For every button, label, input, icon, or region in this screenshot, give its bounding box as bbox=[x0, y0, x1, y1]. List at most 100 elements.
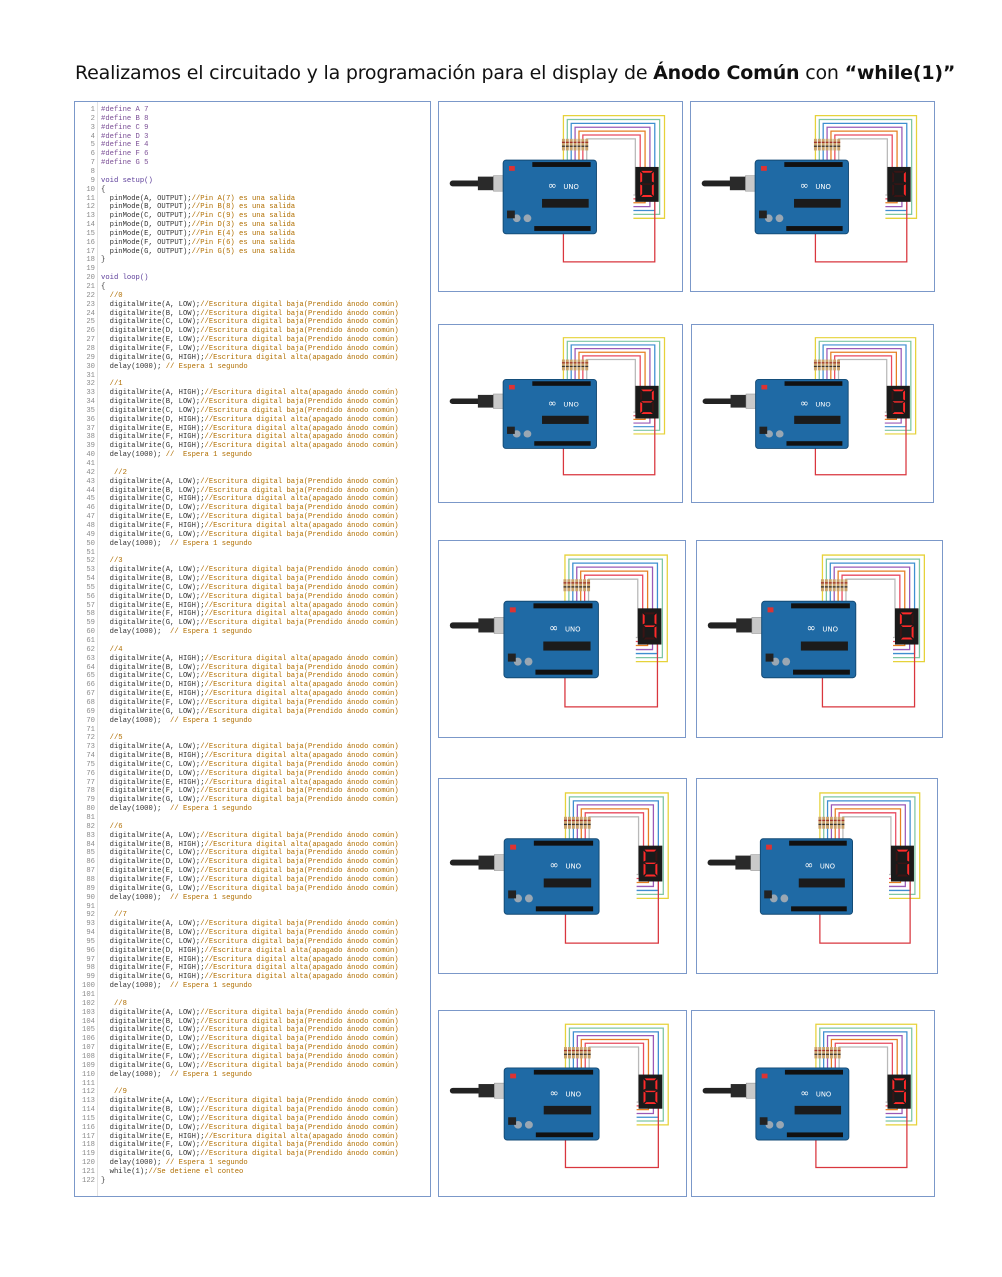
code-comment: //Escritura digital baja(Prendido ánodo … bbox=[200, 344, 399, 353]
code-line: 30 delay(1000); // Espera 1 segundo bbox=[75, 363, 247, 372]
code-text: digitalWrite(G, LOW); bbox=[101, 619, 201, 628]
code-comment: //Escritura digital baja(Prendido ánodo … bbox=[200, 867, 399, 876]
code-line: 106 digitalWrite(D, LOW);//Escritura dig… bbox=[75, 1035, 399, 1044]
code-text bbox=[101, 911, 114, 919]
line-number: 110 bbox=[82, 1070, 95, 1079]
code-comment: //Escritura digital alta(apagado ánodo c… bbox=[204, 415, 399, 424]
line-number: 106 bbox=[82, 1035, 95, 1044]
code-line: 103 digitalWrite(A, LOW);//Escritura dig… bbox=[75, 1009, 399, 1018]
code-line: 1#define A 7 bbox=[75, 106, 149, 115]
line-number: 62 bbox=[86, 645, 95, 654]
arduino-logo-icon: ∞ bbox=[805, 858, 814, 871]
code-line: 109 digitalWrite(G, LOW);//Escritura dig… bbox=[75, 1062, 399, 1071]
display-segment bbox=[893, 195, 905, 197]
code-comment: //4 bbox=[109, 645, 123, 654]
line-number: 45 bbox=[86, 495, 95, 504]
display-segment bbox=[643, 850, 646, 862]
display-segment bbox=[903, 402, 906, 414]
code-comment: //Escritura digital baja(Prendido ánodo … bbox=[200, 575, 399, 584]
code-line: 28 digitalWrite(F, LOW);//Escritura digi… bbox=[75, 344, 399, 354]
code-line: 44 digitalWrite(B, LOW);//Escritura digi… bbox=[75, 486, 399, 496]
line-number: 21 bbox=[86, 283, 95, 291]
code-line: 37 digitalWrite(E, HIGH);//Escritura dig… bbox=[75, 425, 398, 434]
code-text: delay(1000); bbox=[101, 1159, 166, 1168]
code-comment: //Escritura digital baja(Prendido ánodo … bbox=[200, 849, 399, 858]
code-comment: //Escritura digital baja(Prendido ánodo … bbox=[200, 1026, 399, 1035]
line-number: 75 bbox=[86, 760, 95, 769]
code-line: 93 digitalWrite(A, LOW);//Escritura digi… bbox=[75, 920, 399, 929]
code-comment: //9 bbox=[113, 1088, 127, 1097]
code-text: #define F 6 bbox=[101, 150, 149, 159]
code-text: pinMode(D, OUTPUT); bbox=[101, 221, 192, 230]
code-text: } bbox=[101, 256, 106, 265]
arduino-logo-icon: ∞ bbox=[548, 179, 557, 192]
code-line: 77 digitalWrite(E, HIGH);//Escritura dig… bbox=[75, 778, 398, 788]
code-line: 42 //2 bbox=[75, 469, 127, 478]
line-number: 88 bbox=[86, 875, 95, 884]
display-segment bbox=[644, 862, 657, 865]
code-comment: //Pin G(5) es una salida bbox=[191, 247, 296, 256]
line-number: 102 bbox=[82, 999, 95, 1008]
code-comment: //Escritura digital alta(apagado ánodo c… bbox=[204, 840, 399, 849]
code-comment: //Escritura digital baja(Prendido ánodo … bbox=[200, 1044, 399, 1053]
display-segment bbox=[899, 626, 902, 639]
code-comment: //Escritura digital alta(apagado ánodo c… bbox=[204, 654, 399, 663]
display-segment bbox=[900, 625, 913, 627]
code-line: 61 bbox=[75, 637, 101, 646]
code-line: 52 //3 bbox=[75, 557, 123, 566]
arduino-circuit-diagram: ∞UNO bbox=[702, 337, 917, 476]
line-number: 12 bbox=[86, 203, 95, 212]
code-comment: //Escritura digital baja(Prendido ánodo … bbox=[200, 406, 399, 415]
code-line: 33 digitalWrite(A, HIGH);//Escritura dig… bbox=[75, 389, 398, 398]
line-number: 117 bbox=[82, 1132, 95, 1141]
line-number: 101 bbox=[82, 991, 95, 999]
code-line: 72 //5 bbox=[75, 734, 122, 743]
code-text: digitalWrite(G, LOW); bbox=[101, 1150, 201, 1159]
code-comment: //3 bbox=[109, 557, 123, 566]
code-comment: //Escritura digital baja(Prendido ánodo … bbox=[200, 583, 399, 592]
code-text: digitalWrite(B, LOW); bbox=[101, 575, 201, 584]
code-text: delay(1000); bbox=[101, 805, 171, 814]
display-segment bbox=[644, 1078, 657, 1081]
code-comment: //Escritura digital baja(Prendido ánodo … bbox=[200, 318, 399, 327]
line-number: 22 bbox=[86, 291, 95, 300]
line-number: 55 bbox=[86, 583, 95, 592]
code-text: #define B 8 bbox=[101, 114, 149, 123]
code-line: 64 digitalWrite(B, LOW);//Escritura digi… bbox=[75, 664, 398, 673]
code-text: digitalWrite(G, HIGH); bbox=[101, 973, 205, 982]
line-number: 27 bbox=[86, 336, 95, 345]
code-line: 19 bbox=[75, 265, 101, 274]
code-comment: //Se detiene el conteo bbox=[148, 1168, 244, 1176]
display-segment bbox=[903, 1091, 906, 1104]
code-text: } bbox=[101, 1176, 106, 1185]
code-line: 46 digitalWrite(D, LOW);//Escritura digi… bbox=[75, 504, 398, 513]
code-text: void loop() bbox=[101, 274, 149, 283]
code-line: 60 delay(1000); // Espera 1 segundo bbox=[75, 628, 252, 637]
display-segment bbox=[654, 613, 657, 625]
line-number: 79 bbox=[86, 796, 95, 805]
code-line: 71 bbox=[75, 726, 101, 735]
code-comment: //Escritura digital baja(Prendido ánodo … bbox=[200, 920, 399, 929]
arduino-circuit-diagram: ∞UNO bbox=[707, 554, 925, 708]
display-segment bbox=[892, 389, 905, 392]
code-comment: //Escritura digital baja(Prendido ánodo … bbox=[200, 486, 399, 495]
code-text: digitalWrite(F, LOW); bbox=[101, 1052, 201, 1061]
display-segment bbox=[641, 170, 653, 173]
code-comment: //Escritura digital alta(apagado ánodo c… bbox=[204, 752, 399, 761]
board-brand-label: UNO bbox=[815, 401, 830, 409]
code-text: digitalWrite(E, HIGH); bbox=[101, 778, 205, 787]
code-line: 74 digitalWrite(B, HIGH);//Escritura dig… bbox=[75, 752, 399, 761]
code-text: #define G 5 bbox=[101, 159, 149, 168]
code-comment: //Escritura digital alta(apagado ánodo c… bbox=[204, 610, 399, 619]
display-segment bbox=[643, 625, 656, 627]
code-text: digitalWrite(F, HIGH); bbox=[101, 521, 205, 530]
code-text: digitalWrite(E, HIGH); bbox=[101, 690, 205, 699]
line-number: 78 bbox=[86, 787, 95, 796]
code-text: delay(1000); bbox=[101, 628, 171, 637]
code-text bbox=[101, 823, 110, 831]
display-segment bbox=[640, 390, 643, 401]
display-segment bbox=[903, 390, 906, 401]
code-line: 18} bbox=[75, 256, 105, 265]
line-number: 70 bbox=[86, 716, 95, 725]
